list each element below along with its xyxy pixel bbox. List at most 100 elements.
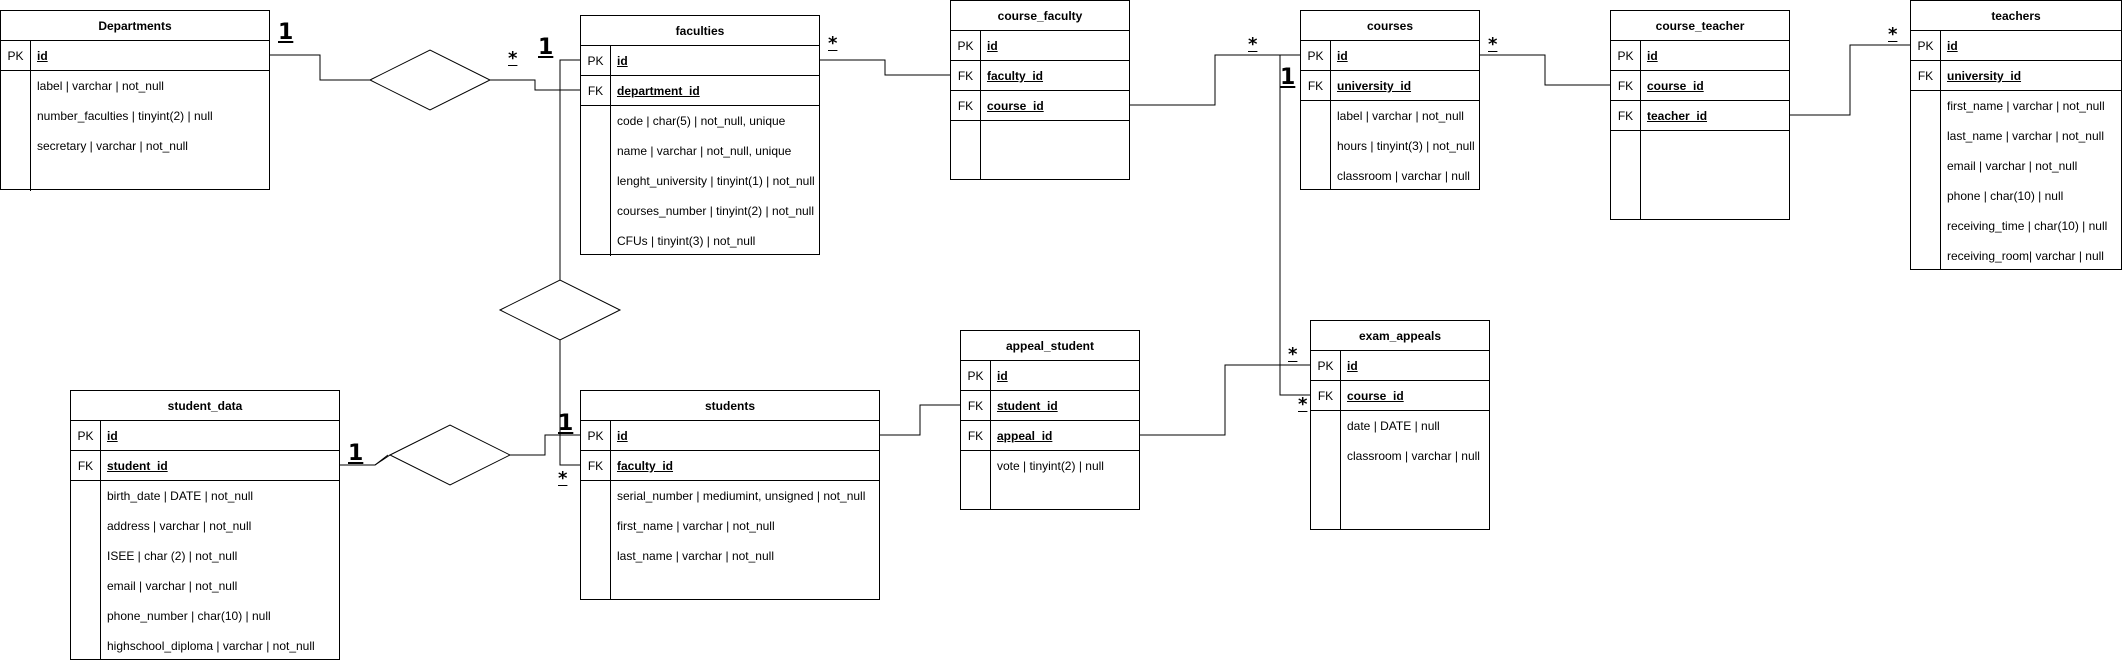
table-course-faculty[interactable]: course_faculty PK id FK faculty_id FK co… bbox=[950, 0, 1130, 180]
cardinality-many-examappeals-appeal: * bbox=[1288, 344, 1298, 365]
table-appeal-student[interactable]: appeal_student PK id FK student_id FK ap… bbox=[960, 330, 1140, 510]
attribute-row: courses_number | tinyint(2) | not_null bbox=[581, 196, 819, 226]
attribute: receiving_time | char(10) | null bbox=[1947, 219, 2108, 233]
attribute-row: address | varchar | not_null bbox=[71, 511, 339, 541]
attributes: date | DATE | null classroom | varchar |… bbox=[1311, 411, 1489, 529]
cardinality-one-students: 1 bbox=[558, 411, 574, 436]
table-teachers[interactable]: teachers PK id FK university_id first_na… bbox=[1910, 0, 2122, 270]
key-field: university_id bbox=[1337, 79, 1412, 93]
key-field: id bbox=[107, 429, 118, 443]
attributes: first_name | varchar | not_null last_nam… bbox=[1911, 91, 2121, 269]
key-field: course_id bbox=[1347, 389, 1404, 403]
attribute: email | varchar | not_null bbox=[107, 579, 238, 593]
key-row: PK id bbox=[581, 46, 819, 76]
key-type: FK bbox=[581, 76, 611, 106]
attribute: courses_number | tinyint(2) | not_null bbox=[617, 204, 814, 218]
connector-courses-examappeals bbox=[1279, 54, 1310, 396]
attribute: classroom | varchar | null bbox=[1337, 169, 1470, 183]
key-row: PK id bbox=[1301, 41, 1479, 71]
attribute: secretary | varchar | not_null bbox=[37, 139, 188, 153]
connector-students-appealstudent bbox=[880, 404, 960, 436]
key-field: id bbox=[617, 54, 628, 68]
key-type: PK bbox=[1, 41, 31, 71]
cardinality-one-departments: 1 bbox=[278, 20, 294, 45]
attribute-row: receiving_room| varchar | null bbox=[1911, 241, 2121, 271]
key-type: FK bbox=[961, 391, 991, 421]
attribute: last_name | varchar | not_null bbox=[617, 549, 774, 563]
key-type: PK bbox=[1911, 31, 1941, 61]
attribute-row: lenght_university | tinyint(1) | not_nul… bbox=[581, 166, 819, 196]
key-type: FK bbox=[1911, 61, 1941, 91]
key-field: student_id bbox=[107, 459, 168, 473]
key-row: FK teacher_id bbox=[1611, 101, 1789, 131]
attribute-row: last_name | varchar | not_null bbox=[1911, 121, 2121, 151]
attribute-row: last_name | varchar | not_null bbox=[581, 541, 879, 571]
attributes: label | varchar | not_null hours | tinyi… bbox=[1301, 101, 1479, 189]
attribute-row: vote | tinyint(2) | null bbox=[961, 451, 1139, 481]
attribute-row: classroom | varchar | null bbox=[1311, 441, 1489, 471]
attribute-row: label | varchar | not_null bbox=[1, 71, 269, 101]
attribute: serial_number | mediumint, unsigned | no… bbox=[617, 489, 866, 503]
table-students[interactable]: students PK id FK faculty_id serial_numb… bbox=[580, 390, 880, 600]
cardinality-many-examappeals-course: * bbox=[1298, 394, 1308, 415]
relationship-diamond-studentdata-students bbox=[388, 424, 512, 486]
attribute-row: date | DATE | null bbox=[1311, 411, 1489, 441]
connector-appealstudent-examappeals bbox=[1140, 364, 1310, 436]
key-type: PK bbox=[581, 421, 611, 451]
key-row: FK student_id bbox=[71, 451, 339, 481]
attribute: date | DATE | null bbox=[1347, 419, 1440, 433]
attribute-row: phone | char(10) | null bbox=[1911, 181, 2121, 211]
attribute: ISEE | char (2) | not_null bbox=[107, 549, 238, 563]
attribute-row: serial_number | mediumint, unsigned | no… bbox=[581, 481, 879, 511]
cardinality-many-courses-courseteacher: * bbox=[1488, 34, 1498, 55]
key-field: faculty_id bbox=[987, 69, 1044, 83]
key-field: id bbox=[1337, 49, 1348, 63]
key-type: FK bbox=[581, 451, 611, 481]
key-type: PK bbox=[581, 46, 611, 76]
key-type: PK bbox=[1301, 41, 1331, 71]
table-title: course_faculty bbox=[951, 1, 1129, 31]
key-type: FK bbox=[1301, 71, 1331, 101]
key-field: course_id bbox=[987, 99, 1044, 113]
table-courses[interactable]: courses PK id FK university_id label | v… bbox=[1300, 10, 1480, 190]
table-title: appeal_student bbox=[961, 331, 1139, 361]
key-row: PK id bbox=[1611, 41, 1789, 71]
table-course-teacher[interactable]: course_teacher PK id FK course_id FK tea… bbox=[1610, 10, 1790, 220]
relationship-diamond-departments-faculties bbox=[368, 49, 492, 111]
table-departments[interactable]: Departments PK id label | varchar | not_… bbox=[0, 10, 270, 191]
cardinality-many-students-faculty: * bbox=[558, 468, 568, 489]
key-field: id bbox=[617, 429, 628, 443]
table-faculties[interactable]: faculties PK id FK department_id code | … bbox=[580, 15, 820, 256]
key-field: id bbox=[987, 39, 998, 53]
connector-courses-courseteacher bbox=[1480, 54, 1610, 86]
table-title: student_data bbox=[71, 391, 339, 421]
key-type: PK bbox=[1311, 351, 1341, 381]
key-field: appeal_id bbox=[997, 429, 1053, 443]
key-row: PK id bbox=[1, 41, 269, 71]
attribute-row: email | varchar | not_null bbox=[1911, 151, 2121, 181]
key-row: FK university_id bbox=[1301, 71, 1479, 101]
attribute-row: receiving_time | char(10) | null bbox=[1911, 211, 2121, 241]
table-title: courses bbox=[1301, 11, 1479, 41]
attribute-row: ISEE | char (2) | not_null bbox=[71, 541, 339, 571]
table-title: faculties bbox=[581, 16, 819, 46]
table-exam-appeals[interactable]: exam_appeals PK id FK course_id date | D… bbox=[1310, 320, 1490, 530]
attribute: number_faculties | tinyint(2) | null bbox=[37, 109, 213, 123]
cardinality-many-faculties-dept: * bbox=[508, 48, 518, 69]
key-field: id bbox=[1647, 49, 1658, 63]
connector-diamond-students-2 bbox=[510, 434, 580, 456]
attribute: highschool_diploma | varchar | not_null bbox=[107, 639, 315, 653]
connector-departments-diamond bbox=[270, 54, 370, 81]
attribute-row: first_name | varchar | not_null bbox=[581, 511, 879, 541]
key-type: PK bbox=[71, 421, 101, 451]
cardinality-one-faculties: 1 bbox=[538, 35, 554, 60]
key-type: FK bbox=[1611, 71, 1641, 101]
table-title: Departments bbox=[1, 11, 269, 41]
key-type: FK bbox=[1311, 381, 1341, 411]
table-student-data[interactable]: student_data PK id FK student_id birth_d… bbox=[70, 390, 340, 660]
key-row: PK id bbox=[951, 31, 1129, 61]
key-field: department_id bbox=[617, 84, 700, 98]
key-row: FK course_id bbox=[951, 91, 1129, 121]
connector-faculties-coursefaculty bbox=[820, 59, 950, 76]
